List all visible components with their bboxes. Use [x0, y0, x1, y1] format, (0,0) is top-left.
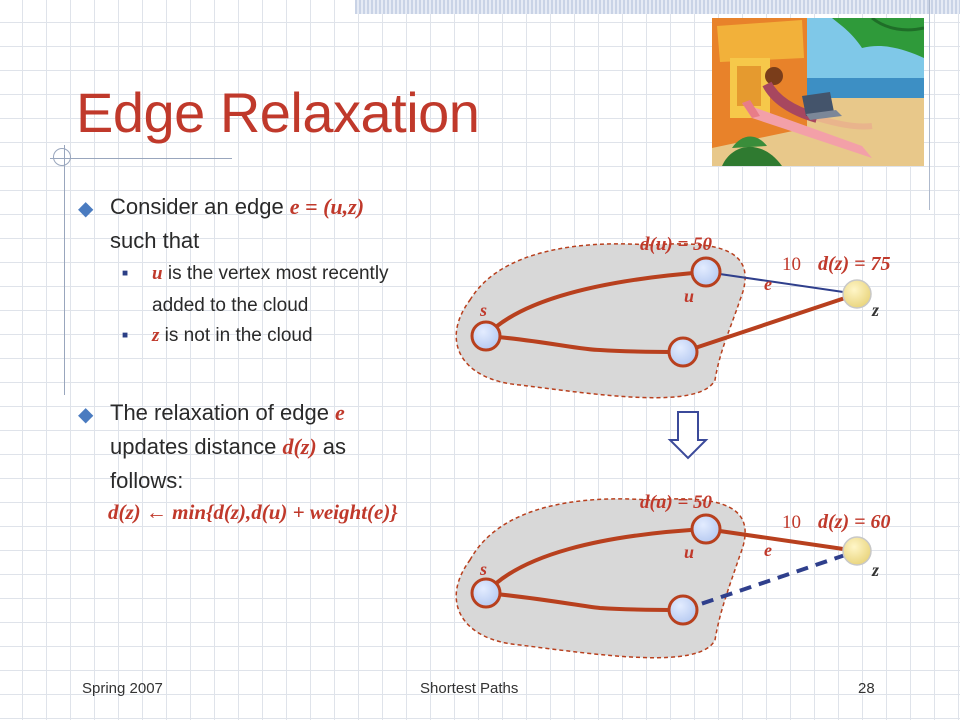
- path-s-to-w: [485, 334, 684, 354]
- label-s: s: [479, 559, 487, 579]
- bullet-text: Consider an edge: [110, 194, 290, 219]
- vertex-u: [690, 513, 722, 545]
- title-rule-horizontal: [50, 158, 232, 159]
- vertex-w: [667, 336, 699, 368]
- label-z: z: [871, 560, 879, 580]
- path-s-to-u: [484, 270, 707, 338]
- crosshair-circle-icon: [53, 148, 71, 166]
- down-arrow-icon: [667, 411, 709, 460]
- label-e: e: [764, 274, 772, 294]
- label-e: e: [764, 540, 772, 560]
- bullet-math: e = (u,z): [289, 194, 365, 219]
- bullet-text: such that: [110, 228, 200, 253]
- beach-laptop-clipart-icon: [712, 18, 924, 166]
- path-s-to-u: [484, 527, 707, 595]
- right-decoration-rule: [929, 0, 930, 210]
- footer-date: Spring 2007: [82, 680, 163, 697]
- bullet-math: d(z): [282, 434, 317, 459]
- edge-u-z: [705, 527, 858, 553]
- vertex-s: [470, 320, 502, 352]
- bullet-math: e: [335, 400, 345, 425]
- subbullet-math: u: [152, 263, 163, 284]
- subbullet-text: is the vertex most recently: [162, 263, 389, 284]
- diagram-bottom: d(u) = 50 10 d(z) = 60 e u z s: [455, 492, 891, 659]
- label-dz: d(z) = 60: [818, 511, 891, 533]
- square-bullet-icon: ■: [122, 330, 129, 341]
- square-bullet-icon: ■: [122, 268, 129, 279]
- subbullet-u-recent: ■ u is the vertex most recently added to…: [122, 258, 389, 322]
- path-s-to-w: [485, 591, 684, 612]
- top-decoration-band: [355, 0, 960, 14]
- label-z: z: [871, 300, 879, 320]
- cloud-region: [455, 498, 746, 659]
- label-weight: 10: [782, 254, 801, 275]
- subbullet-z-outside: ■ z is not in the cloud: [122, 320, 313, 352]
- vertex-u: [690, 256, 722, 288]
- label-du: d(u) = 50: [640, 234, 713, 255]
- footer-page-number: 28: [858, 680, 875, 697]
- subbullet-text: added to the cloud: [152, 295, 309, 316]
- bullet-relaxation: ◆ The relaxation of edge e updates dista…: [78, 396, 347, 498]
- vertex-s: [470, 577, 502, 609]
- bullet-consider-edge: ◆ Consider an edge e = (u,z) such that: [78, 190, 365, 258]
- diamond-bullet-icon: ◆: [78, 198, 94, 220]
- relaxation-formula: d(z) ← min{d(z),d(u) + weight(e)}: [108, 500, 398, 525]
- path-w-to-z: [682, 292, 858, 354]
- label-du: d(u) = 50: [640, 492, 713, 513]
- vertex-w: [667, 594, 699, 626]
- bullet-text: as: [316, 434, 347, 459]
- dashed-edge-w-z: [682, 549, 858, 612]
- subbullet-text: is not in the cloud: [159, 325, 313, 346]
- title-rule-vertical: [64, 145, 65, 395]
- bullet-text: updates distance: [110, 434, 283, 459]
- edge-u-z: [705, 271, 858, 295]
- formula-text: d(z) ← min{d(z),d(u) + weight(e)}: [108, 500, 398, 524]
- diamond-bullet-icon: ◆: [78, 404, 94, 426]
- diagram-top: d(u) = 50 10 d(z) = 75 e u z s: [455, 234, 891, 399]
- subbullet-math: z: [152, 325, 160, 346]
- label-u: u: [684, 542, 694, 562]
- label-s: s: [479, 300, 487, 320]
- label-dz: d(z) = 75: [818, 253, 891, 275]
- slide-title: Edge Relaxation: [76, 81, 480, 144]
- label-u: u: [684, 286, 694, 306]
- label-weight: 10: [782, 512, 801, 533]
- bullet-text: follows:: [110, 468, 184, 493]
- footer-topic: Shortest Paths: [420, 680, 519, 697]
- bullet-text: The relaxation of edge: [110, 400, 336, 425]
- vertex-z: [842, 279, 872, 309]
- vertex-z: [842, 536, 872, 566]
- cloud-region: [455, 243, 746, 399]
